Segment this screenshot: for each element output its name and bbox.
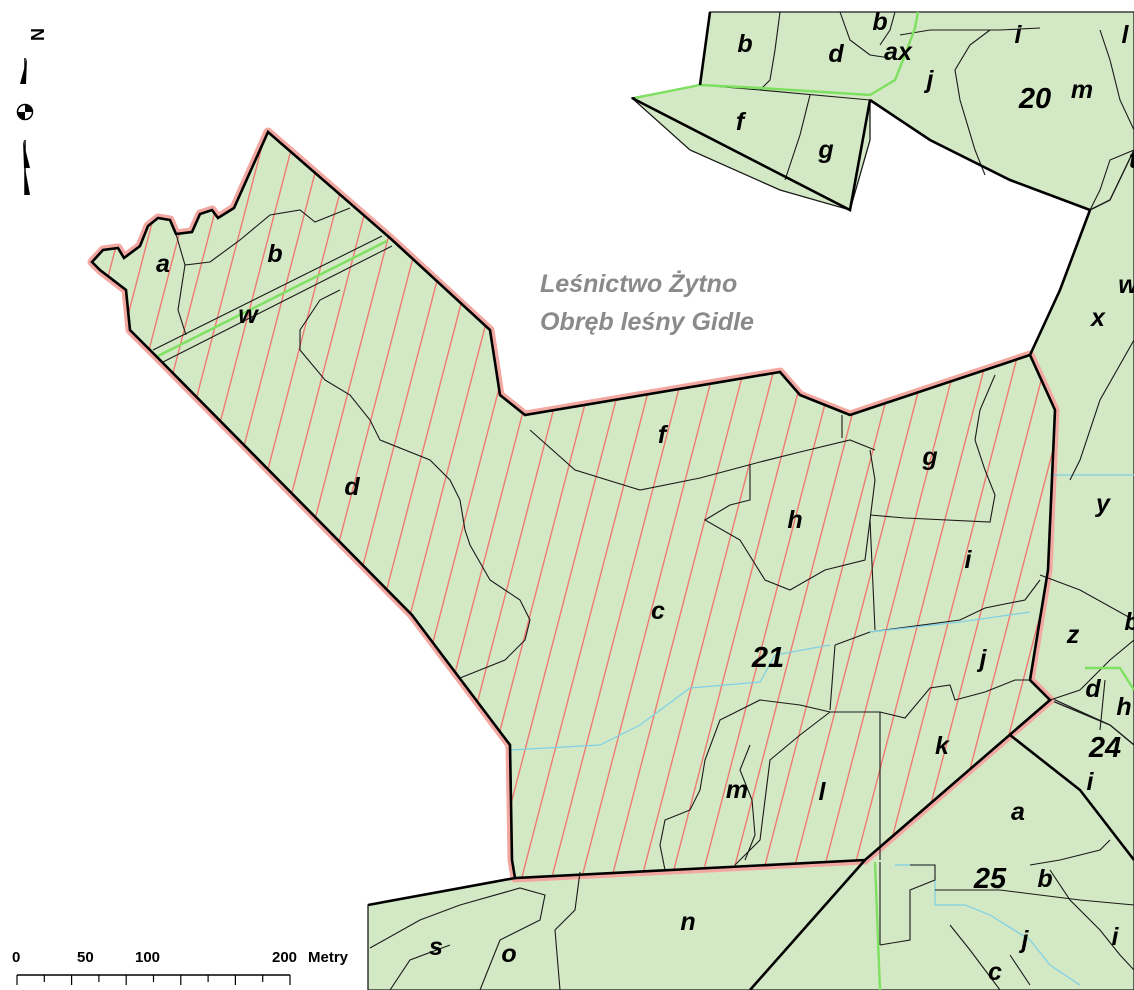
scale-label-unit: Metry bbox=[308, 949, 349, 966]
subcompartment-label: j bbox=[1019, 926, 1030, 954]
subcompartment-label: g bbox=[817, 136, 833, 164]
subcompartment-label: b bbox=[267, 240, 282, 268]
scale-label-50: 50 bbox=[77, 949, 94, 966]
subcompartment-label: y bbox=[1094, 490, 1111, 518]
subcompartment-label: k bbox=[935, 732, 950, 760]
scale-label-0: 0 bbox=[12, 949, 20, 966]
subcompartment-label: b bbox=[737, 30, 752, 58]
subcompartment-label: b bbox=[1124, 608, 1134, 636]
road-21-w bbox=[152, 235, 393, 363]
subdivision-lines-south bbox=[367, 733, 1134, 990]
north-arrow-icon: N bbox=[16, 28, 47, 195]
subcompartment-label: g bbox=[921, 443, 937, 471]
subcompartment-label: s bbox=[429, 933, 443, 961]
compartment-21-boundary bbox=[90, 129, 1057, 880]
subdivision-lines-20 bbox=[631, 11, 1134, 212]
subcompartment-label: m bbox=[726, 776, 748, 804]
scale-label-200: 200 bbox=[272, 949, 297, 966]
subcompartment-label: ax bbox=[884, 38, 913, 66]
subcompartment-label: w bbox=[238, 301, 259, 329]
subdivision-lines-21 bbox=[175, 207, 1041, 871]
subcompartment-label: d bbox=[1085, 675, 1101, 703]
compartment-number-20: 20 bbox=[1018, 83, 1051, 115]
parcel-compartment-20 bbox=[630, 11, 1134, 211]
subcompartment-label: x bbox=[1089, 304, 1106, 332]
subcompartment-label: z bbox=[1066, 621, 1080, 649]
subcompartment-label: i bbox=[965, 546, 973, 574]
subcompartment-label: d bbox=[344, 473, 360, 501]
subcompartment-label: b bbox=[872, 8, 887, 36]
svg-text:N: N bbox=[27, 28, 47, 41]
subcompartment-label: d bbox=[828, 40, 844, 68]
subcompartment-label: a bbox=[1011, 798, 1025, 826]
subcompartment-label: j bbox=[977, 645, 988, 673]
subcompartment-label: f bbox=[658, 421, 669, 449]
compartment-number-25: 25 bbox=[973, 863, 1007, 895]
subcompartment-label: l bbox=[1122, 21, 1130, 49]
subcompartment-label: h bbox=[787, 506, 802, 534]
compartment-number-24: 24 bbox=[1088, 732, 1121, 764]
subcompartment-label: i bbox=[1015, 21, 1023, 49]
subcompartment-label: c bbox=[651, 597, 665, 625]
subcompartment-label: t bbox=[1129, 146, 1134, 174]
subcompartment-label: c bbox=[988, 958, 1002, 986]
subcompartment-label: f bbox=[736, 108, 747, 136]
scale-bar: 0 50 100 200 Metry bbox=[12, 949, 349, 985]
subcompartment-label: j bbox=[924, 66, 935, 94]
subcompartment-label: i bbox=[1087, 768, 1095, 796]
forest-district-name: Leśnictwo Żytno bbox=[540, 270, 737, 298]
streams bbox=[509, 474, 1134, 986]
subcompartment-label: i bbox=[1112, 923, 1120, 951]
compartment-number-21: 21 bbox=[751, 642, 784, 674]
subcompartment-label: l bbox=[819, 778, 827, 806]
forest-range-name: Obręb leśny Gidle bbox=[540, 308, 754, 336]
subcompartment-label: a bbox=[156, 250, 170, 278]
subcompartment-label: w bbox=[1118, 271, 1134, 299]
scale-label-100: 100 bbox=[135, 949, 160, 966]
subcompartment-label: o bbox=[501, 940, 516, 968]
subcompartment-label: h bbox=[1116, 693, 1131, 721]
subcompartment-label: b bbox=[1037, 865, 1052, 893]
subcompartment-label: m bbox=[1071, 76, 1093, 104]
subdivision-lines-east bbox=[1028, 149, 1134, 731]
subcompartment-label: n bbox=[680, 908, 695, 936]
